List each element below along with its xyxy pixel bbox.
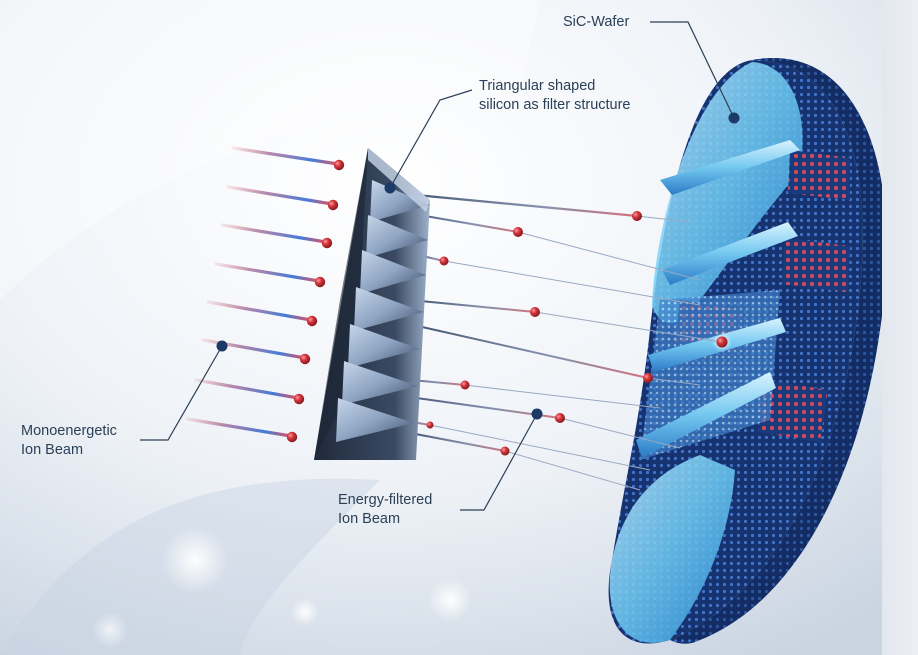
ion-particle [439,256,449,266]
filter-label-line2: silicon as filter structure [479,97,631,113]
incoming-beam [214,262,321,283]
ion-particle [286,431,298,443]
callout-line-mono [140,345,223,441]
outgoing-beam [399,321,649,379]
sic-wafer [608,57,887,644]
outgoing-beam [404,431,506,452]
filter-back-face [314,148,368,460]
ion-particle [555,413,565,423]
callout-dot-mono [216,340,228,352]
outgoing-beam [443,260,701,306]
callout-line-filter [389,89,473,189]
callout-markers [216,112,740,420]
outgoing-beam [636,215,691,223]
ion-particle [327,199,339,211]
wafer-ridge [660,140,800,195]
silicon-filter [314,148,430,460]
outgoing-beam [429,424,651,471]
wafer-face-lower [609,455,735,643]
outgoing-beam [534,311,723,343]
monoenergetic-beam-label: Monoenergetic Ion Beam [21,422,117,460]
callout-dot-filter [384,182,396,194]
ion-particle [306,315,318,327]
filter-tooth [370,180,430,222]
ion-particle [513,227,523,237]
filter-tooth [342,361,418,405]
ion-particle [632,211,642,221]
wafer-edge [670,57,887,644]
callout-dot-wafer [728,112,740,124]
implant-region [758,380,828,442]
bokeh-light [428,578,472,622]
filter-tooth [348,324,420,368]
ion-particle [426,421,434,429]
right-edge-strip [882,0,918,655]
bokeh-light [92,612,128,648]
ion-particle [333,159,345,171]
energy-filtered-beam-label: Energy-filtered Ion Beam [338,491,432,529]
incoming-beam [185,417,293,438]
mono-label-line2: Ion Beam [21,442,84,458]
sic-wafer-label-text: SiC-Wafer [563,14,630,30]
callout-line-filtered [460,413,538,511]
incoming-beam [220,223,328,244]
ion-particle [716,336,728,348]
incoming-ions [286,159,345,443]
ion-particle [530,307,540,317]
bokeh-light [291,598,319,626]
outgoing-beam [504,450,641,491]
incoming-beam [231,146,340,166]
wafer-ridge [636,372,776,458]
outgoing-beam [394,191,638,218]
outgoing-beam [409,299,536,313]
background-swoosh [0,0,540,300]
outgoing-beam [517,231,701,281]
ion-particle [314,276,326,288]
filtered-label-line1: Energy-filtered [338,492,433,508]
implant-region [782,238,850,292]
filtered-label-line2: Ion Beam [338,511,401,527]
sic-wafer-label: SiC-Wafer [563,13,629,32]
outgoing-beam [647,377,701,386]
filter-structure-label: Triangular shaped silicon as filter stru… [479,77,631,115]
incoming-beam [206,300,313,322]
filter-edge-highlight [368,148,430,212]
incoming-beam [226,185,334,206]
filter-tooth [366,215,428,258]
outgoing-beam [559,417,681,449]
callout-line-wafer [650,21,735,119]
ion-particle [500,446,510,456]
ion-particle [460,380,470,390]
mono-label-line1: Monoenergetic [21,423,117,439]
incoming-beam [194,378,300,400]
ion-particle [643,373,653,383]
bokeh-light [161,526,229,594]
callouts [140,21,735,511]
filter-tooth [336,398,414,442]
ion-particle [299,353,311,365]
callout-dot-filtered [531,408,543,420]
outgoing-beam [464,384,661,409]
wafer-edge-shade [670,57,887,640]
ion-particle [321,237,333,249]
filter-tooth [360,250,426,294]
implant-region [788,150,850,200]
filter-tooth [354,287,424,331]
ion-particle [293,393,305,405]
wafer-ridge [662,222,798,285]
filter-label-line1: Triangular shaped [479,78,596,94]
outgoing-ions [426,211,728,456]
wafer-face [652,62,803,324]
